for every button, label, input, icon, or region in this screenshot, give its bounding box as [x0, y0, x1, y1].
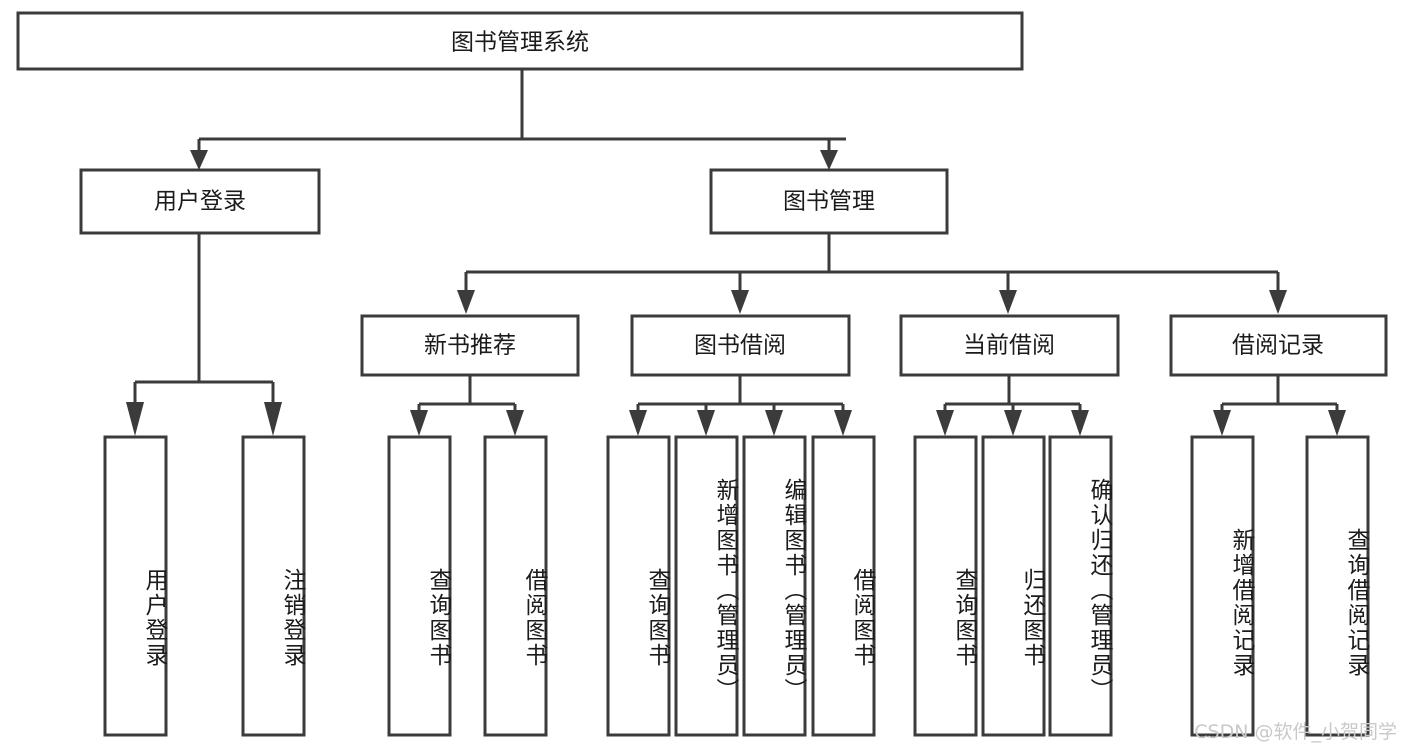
- node-root-label: 图书管理系统: [451, 30, 589, 56]
- arrow-current-borrow-leaf-1: [1004, 410, 1022, 436]
- leaf-box-borrow-record-0[interactable]: [1190, 435, 1255, 737]
- arrow-new-book-leaf-0: [410, 410, 428, 436]
- arrow-book-manage-to-book-borrow: [731, 290, 749, 314]
- arrow-book-borrow-leaf-2: [765, 410, 783, 436]
- node-book-borrow-box[interactable]: [630, 314, 851, 377]
- node-book-borrow[interactable]: 图书借阅: [630, 314, 851, 377]
- leaf-box-current-borrow-2[interactable]: [1048, 435, 1113, 737]
- connector-group-book-borrow: [629, 375, 852, 436]
- leaf-box-book-borrow-3[interactable]: [811, 435, 876, 737]
- node-book-manage-box[interactable]: [709, 168, 949, 235]
- arrow-root-to-user-login: [190, 150, 208, 170]
- arrow-book-manage-to-current-borrow: [999, 290, 1017, 314]
- node-root[interactable]: 图书管理系统: [16, 11, 1024, 71]
- connector-group-new-book: [410, 375, 524, 436]
- connector-group-borrow-record: [1213, 375, 1346, 436]
- arrow-book-manage-to-borrow-record: [1269, 290, 1287, 314]
- node-current-borrow-box[interactable]: [899, 314, 1120, 377]
- arrow-user-login-leaf-1: [264, 402, 282, 436]
- arrow-user-login-leaf-0: [126, 402, 144, 436]
- node-book-manage[interactable]: 图书管理: [709, 168, 949, 235]
- node-user-login-box[interactable]: [79, 168, 321, 235]
- leaf-box-user-login-1[interactable]: [241, 435, 306, 737]
- leaf-box-user-login-0[interactable]: [103, 435, 168, 737]
- leaf-box-borrow-record-1[interactable]: [1305, 435, 1370, 737]
- leaf-box-book-borrow-0[interactable]: [606, 435, 671, 737]
- node-new-book-recommend-box[interactable]: [360, 314, 580, 377]
- connector-group-current-borrow: [936, 375, 1089, 436]
- leaf-box-current-borrow-1[interactable]: [981, 435, 1046, 737]
- leaf-box-new-book-1[interactable]: [483, 435, 548, 737]
- arrow-current-borrow-leaf-0: [936, 410, 954, 436]
- node-new-book-recommend-label: 新书推荐: [424, 333, 516, 359]
- node-user-login-label: 用户登录: [154, 189, 246, 215]
- arrow-book-borrow-leaf-0: [629, 410, 647, 436]
- arrow-new-book-leaf-1: [506, 410, 524, 436]
- arrow-book-borrow-leaf-1: [697, 410, 715, 436]
- connector-group-user-login: [126, 233, 282, 436]
- arrow-borrow-record-leaf-1: [1328, 410, 1346, 436]
- leaf-box-book-borrow-2[interactable]: [742, 435, 807, 737]
- node-borrow-record-label: 借阅记录: [1232, 333, 1324, 359]
- node-root-box[interactable]: [16, 11, 1024, 71]
- node-borrow-record[interactable]: 借阅记录: [1169, 314, 1388, 377]
- connector-group-book-manage: [457, 233, 1287, 314]
- node-current-borrow[interactable]: 当前借阅: [899, 314, 1120, 377]
- node-book-borrow-label: 图书借阅: [694, 333, 786, 359]
- leaf-box-new-book-0[interactable]: [387, 435, 452, 737]
- node-book-manage-label: 图书管理: [783, 189, 875, 215]
- node-user-login[interactable]: 用户登录: [79, 168, 321, 235]
- node-current-borrow-label: 当前借阅: [963, 333, 1055, 359]
- node-new-book-recommend[interactable]: 新书推荐: [360, 314, 580, 377]
- leaf-box-current-borrow-0[interactable]: [913, 435, 978, 737]
- arrow-book-manage-to-new-book: [457, 290, 475, 314]
- arrow-root-to-book-manage: [820, 150, 838, 170]
- arrow-borrow-record-leaf-0: [1213, 410, 1231, 436]
- csdn-watermark: CSDN @软件_小贺同学: [1194, 721, 1397, 743]
- connector-group-root: [190, 70, 846, 170]
- arrow-book-borrow-leaf-3: [834, 410, 852, 436]
- node-borrow-record-box[interactable]: [1169, 314, 1388, 377]
- leaf-box-book-borrow-1[interactable]: [674, 435, 739, 737]
- arrow-current-borrow-leaf-2: [1071, 410, 1089, 436]
